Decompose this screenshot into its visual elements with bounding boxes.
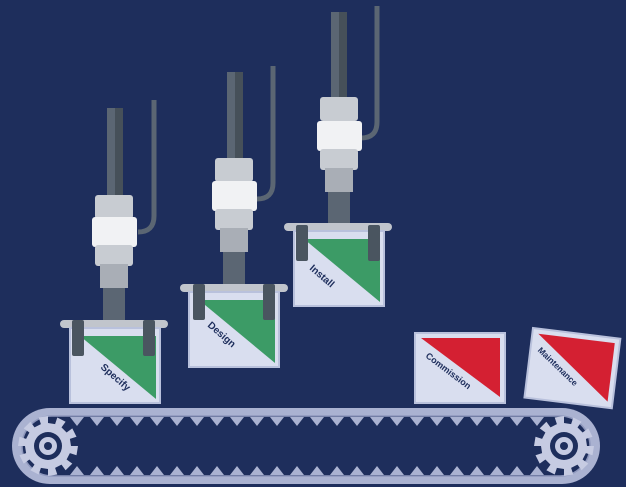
belt-tread [270, 417, 284, 426]
stage-card: Maintenance [523, 326, 622, 410]
belt-tread [350, 466, 364, 475]
belt-tread [90, 417, 104, 426]
belt-tread [150, 466, 164, 475]
stage-card: Design [188, 284, 280, 368]
belt-tread [370, 417, 384, 426]
belt-tread [250, 466, 264, 475]
belt-tread [170, 466, 184, 475]
status-triangle [421, 338, 500, 397]
belt-tread [370, 466, 384, 475]
belt-tread [250, 417, 264, 426]
gear-icon [18, 416, 78, 476]
press-clamp [368, 225, 380, 261]
press-collar [317, 121, 362, 151]
belt-tread [470, 417, 484, 426]
status-triangle [80, 336, 156, 399]
belt-tread [290, 417, 304, 426]
stage-card: Specify [69, 320, 161, 404]
belt-tread [350, 417, 364, 426]
belt-tread [410, 466, 424, 475]
belt-tread [270, 466, 284, 475]
belt-tread [230, 417, 244, 426]
belt-tread [110, 466, 124, 475]
belt-tread [170, 417, 184, 426]
press-clamp [263, 284, 275, 320]
press-arm-1 [60, 100, 168, 333]
hydraulic-hose [256, 66, 276, 202]
belt-tread [210, 417, 224, 426]
stage-card: Install [293, 225, 385, 307]
press-cylinder [215, 158, 253, 182]
belt-tread [310, 466, 324, 475]
press-collar [212, 181, 257, 211]
belt-tread [230, 466, 244, 475]
belt-tread [310, 417, 324, 426]
belt-tread [510, 417, 524, 426]
belt-tread [190, 417, 204, 426]
belt-tread [530, 417, 544, 426]
belt-tread [510, 466, 524, 475]
press-clamp [72, 320, 84, 356]
belt-tread [90, 466, 104, 475]
gear-icon [534, 416, 594, 476]
belt-tread [450, 466, 464, 475]
belt-tread [450, 417, 464, 426]
belt-tread [490, 466, 504, 475]
belt-tread [210, 466, 224, 475]
belt-tread [470, 466, 484, 475]
press-collar [92, 217, 137, 247]
belt-treads [70, 417, 544, 475]
press-platen [180, 284, 288, 292]
belt-tread [490, 417, 504, 426]
status-triangle [199, 300, 275, 363]
belt-tread [330, 417, 344, 426]
belt-tread [290, 466, 304, 475]
belt-tread [430, 417, 444, 426]
belt-tread [130, 417, 144, 426]
belt-tread [330, 466, 344, 475]
belt-tread [190, 466, 204, 475]
press-cylinder [320, 97, 358, 121]
belt-tread [390, 417, 404, 426]
press-arm-3 [284, 6, 392, 231]
belt-tread [130, 466, 144, 475]
belt-tread [70, 466, 84, 475]
belt-tread [530, 466, 544, 475]
conveyor-belt [12, 408, 600, 484]
press-clamp [296, 225, 308, 261]
hydraulic-hose [137, 100, 157, 235]
stage-card: Commission [414, 332, 506, 404]
status-triangle [304, 239, 380, 302]
belt-tread [110, 417, 124, 426]
belt-tread [410, 417, 424, 426]
press-clamp [143, 320, 155, 356]
press-clamp [193, 284, 205, 320]
press-cylinder [95, 195, 133, 219]
status-triangle [538, 333, 615, 402]
press-platen [284, 223, 392, 231]
belt-tread [430, 466, 444, 475]
press-arm-2 [180, 66, 288, 292]
belt-tread [150, 417, 164, 426]
belt-tread [70, 417, 84, 426]
belt-tread [390, 466, 404, 475]
press-platen [60, 320, 168, 328]
hydraulic-hose [360, 6, 380, 141]
